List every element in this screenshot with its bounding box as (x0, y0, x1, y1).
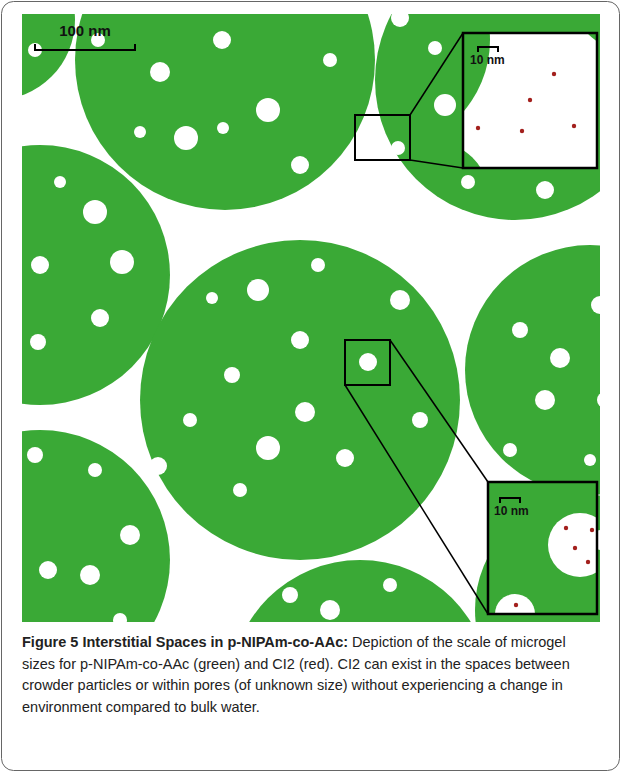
ci2-molecule (572, 124, 576, 128)
inset-border (488, 482, 597, 614)
pore (359, 353, 377, 371)
pore (311, 258, 325, 272)
inset-ground (463, 33, 597, 168)
pore (503, 443, 517, 457)
pore (256, 98, 280, 122)
pore (291, 331, 309, 349)
pore (31, 256, 49, 274)
pore (256, 436, 280, 460)
pore (383, 578, 397, 592)
zoom-line (410, 33, 463, 115)
pore (282, 587, 298, 603)
pore (27, 447, 43, 463)
inset-border (463, 33, 597, 168)
pore (548, 513, 597, 577)
ci2-molecule (590, 528, 594, 532)
zoom-source-box (355, 115, 410, 160)
pore (134, 126, 146, 138)
pore (584, 454, 596, 466)
pore (591, 296, 600, 314)
pore (217, 122, 229, 134)
scale-label: 10 nm (494, 505, 529, 519)
pore (428, 41, 442, 55)
ci2-molecule (476, 126, 480, 130)
pore (536, 181, 554, 199)
zoom-line (410, 160, 463, 168)
pore (80, 565, 100, 585)
pore (291, 156, 309, 174)
ci2-molecule (552, 72, 556, 76)
pore (247, 279, 269, 301)
pore (597, 392, 600, 408)
pore (183, 413, 197, 427)
scale-bar (500, 498, 520, 503)
ci2-molecule (520, 129, 524, 133)
scale-label: 10 nm (470, 54, 505, 68)
pore (512, 322, 528, 338)
zoom-inset (463, 33, 597, 168)
microgel-particle (140, 240, 460, 560)
pore (39, 561, 57, 579)
pore (323, 53, 337, 67)
scale-label: 100 nm (35, 22, 135, 39)
pore (434, 94, 456, 116)
figure-caption: Figure 5 Interstitial Spaces in p-NIPAm-… (22, 632, 600, 718)
microgel-particle (22, 430, 170, 622)
scale-bar (35, 44, 135, 50)
microgel-particle (465, 245, 600, 495)
pore (174, 126, 198, 150)
pore (495, 594, 535, 614)
pore (113, 613, 127, 622)
pore (391, 14, 409, 27)
microgel-particle (230, 560, 490, 622)
zoom-line (345, 385, 488, 614)
microgel-edge (565, 33, 597, 55)
pore (390, 290, 410, 310)
scale-bar (478, 47, 498, 52)
pore (110, 250, 134, 274)
particle-layer (22, 14, 600, 622)
pore (336, 449, 354, 467)
pore (224, 367, 240, 383)
pore (320, 600, 340, 620)
pore (213, 31, 231, 49)
pore (54, 176, 66, 188)
microgel-edge (463, 33, 490, 150)
ci2-molecule (514, 603, 518, 607)
ci2-molecule (586, 560, 590, 564)
pore (150, 62, 170, 82)
zoom-source-box (345, 340, 390, 385)
pore (91, 309, 109, 327)
pore (550, 348, 570, 368)
pore (88, 463, 102, 477)
pore (120, 525, 140, 545)
pore (535, 390, 555, 410)
pore (461, 175, 475, 189)
pore (412, 412, 428, 428)
zoom-inset (488, 482, 597, 614)
ci2-molecule (528, 98, 532, 102)
microgel-edge (463, 140, 490, 168)
pore (83, 200, 107, 224)
pore (391, 141, 405, 155)
ci2-molecule (573, 546, 577, 550)
pore (233, 483, 247, 497)
pore (295, 402, 315, 422)
pore (206, 292, 218, 304)
ci2-molecule (564, 526, 568, 530)
pore (30, 334, 46, 350)
zoom-line (390, 340, 488, 482)
pore (149, 457, 167, 475)
